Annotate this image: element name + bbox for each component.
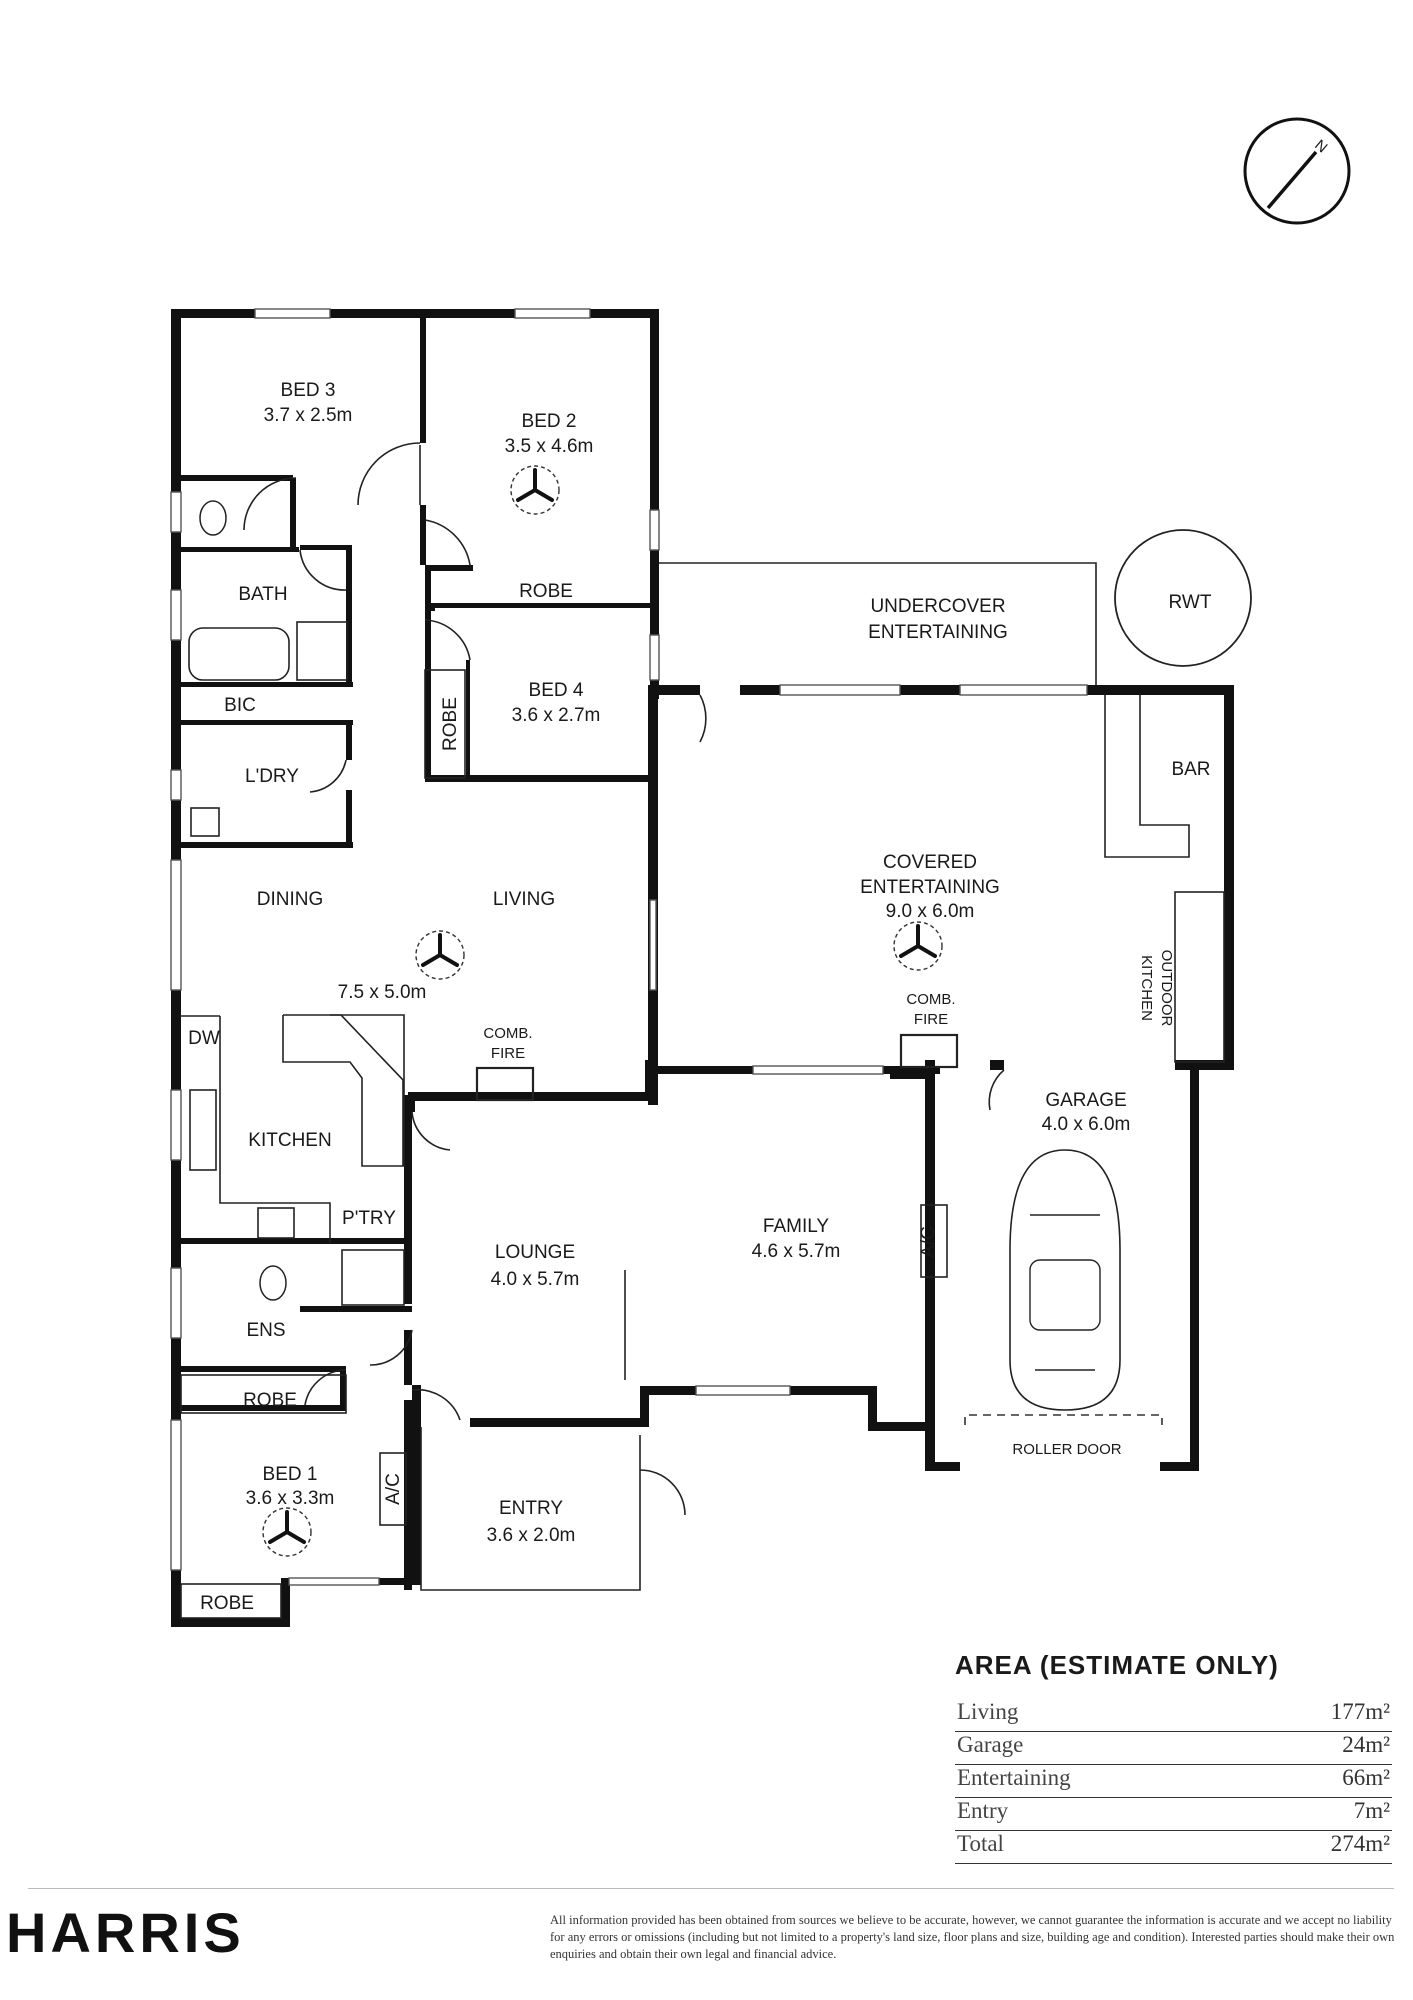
area-row: Garage 24m² xyxy=(955,1732,1392,1765)
area-row-label: Garage xyxy=(957,1732,1024,1757)
area-row-value: 24m² xyxy=(1342,1732,1390,1757)
bed4-size: 3.6 x 2.7m xyxy=(512,705,601,726)
bed1-size: 3.6 x 3.3m xyxy=(246,1488,335,1509)
family-size: 4.6 x 5.7m xyxy=(752,1241,841,1262)
robe-bed1-small-label: ROBE xyxy=(200,1593,254,1614)
dining-label: DINING xyxy=(257,889,324,910)
area-title: AREA (ESTIMATE ONLY) xyxy=(955,1650,1279,1680)
outdoor-kitchen-line1: OUTDOOR xyxy=(1158,950,1175,1027)
area-row-label: Entertaining xyxy=(957,1765,1071,1790)
living-size: 7.5 x 5.0m xyxy=(338,982,427,1003)
door-swings xyxy=(243,442,1005,1516)
dw-label: DW xyxy=(188,1028,220,1049)
covered-line2: ENTERTAINING xyxy=(860,877,1000,898)
area-row-label: Entry xyxy=(957,1798,1009,1823)
bar-label: BAR xyxy=(1171,759,1210,780)
roller-door-label: ROLLER DOOR xyxy=(1012,1441,1121,1458)
area-row-value: 7m² xyxy=(1353,1798,1390,1823)
area-table: AREA (ESTIMATE ONLY) Living 177m² Garage… xyxy=(955,1650,1392,1864)
bed3-size: 3.7 x 2.5m xyxy=(264,405,353,426)
covered-size: 9.0 x 6.0m xyxy=(886,901,975,922)
car-icon xyxy=(1009,1149,1121,1411)
kitchen-label: KITCHEN xyxy=(248,1130,331,1151)
disclaimer-text: All information provided has been obtain… xyxy=(550,1913,1395,1961)
bed2-size: 3.5 x 4.6m xyxy=(505,436,594,457)
bed3-label: BED 3 xyxy=(281,380,336,401)
footer-divider xyxy=(28,1888,1394,1889)
ens-label: ENS xyxy=(246,1320,285,1341)
area-row: Total 274m² xyxy=(955,1831,1392,1864)
rwt-label: RWT xyxy=(1169,592,1212,613)
rainwater-tank xyxy=(1114,529,1252,667)
area-row: Entry 7m² xyxy=(955,1798,1392,1831)
ac-family-label: A/C xyxy=(918,1226,939,1258)
exterior-walls xyxy=(171,309,1234,1627)
comb-fire-covered-line1: COMB. xyxy=(906,991,955,1008)
garage-size: 4.0 x 6.0m xyxy=(1042,1114,1131,1135)
entry-size: 3.6 x 2.0m xyxy=(487,1525,576,1546)
bath-label: BATH xyxy=(238,584,287,605)
area-row-value: 66m² xyxy=(1342,1765,1390,1790)
bed4-label: BED 4 xyxy=(529,680,584,701)
laundry-label: L'DRY xyxy=(245,766,299,787)
entry-label: ENTRY xyxy=(499,1498,563,1519)
north-compass-icon: N xyxy=(1243,117,1351,225)
undercover-line1: UNDERCOVER xyxy=(870,596,1005,617)
harris-logo: HARRIS xyxy=(6,1901,245,1964)
robe-bed4-label: ROBE xyxy=(440,697,461,751)
area-row-value: 274m² xyxy=(1330,1831,1390,1856)
floor-plan-drawing: N xyxy=(170,117,1351,1627)
undercover-line2: ENTERTAINING xyxy=(868,622,1008,643)
pantry-label: P'TRY xyxy=(342,1208,396,1229)
area-row: Living 177m² xyxy=(955,1699,1392,1732)
ceiling-fan-icon xyxy=(262,1507,312,1557)
ceiling-fan-icon xyxy=(893,921,943,971)
lounge-label: LOUNGE xyxy=(495,1242,575,1263)
bed1-label: BED 1 xyxy=(263,1464,318,1485)
comb-fire-covered-line2: FIRE xyxy=(914,1011,948,1028)
ac-bed1-label: A/C xyxy=(383,1473,404,1505)
living-label: LIVING xyxy=(493,889,555,910)
thin-outlines xyxy=(180,562,1225,1619)
area-row-value: 177m² xyxy=(1330,1699,1390,1724)
bed2-label: BED 2 xyxy=(522,411,577,432)
comb-fire-living-line1: COMB. xyxy=(483,1025,532,1042)
garage-label: GARAGE xyxy=(1045,1090,1126,1111)
bic-label: BIC xyxy=(224,695,256,716)
robe-bed2-label: ROBE xyxy=(519,581,573,602)
area-row-label: Total xyxy=(957,1831,1004,1856)
area-row: Entertaining 66m² xyxy=(955,1765,1392,1798)
robe-bed1-label: ROBE xyxy=(243,1390,297,1411)
lounge-size: 4.0 x 5.7m xyxy=(491,1269,580,1290)
comb-fire-living-line2: FIRE xyxy=(491,1045,525,1062)
ceiling-fan-icon xyxy=(510,465,560,515)
windows xyxy=(170,308,1088,1586)
ceiling-fan-icon xyxy=(415,930,465,980)
covered-line1: COVERED xyxy=(883,852,977,873)
family-label: FAMILY xyxy=(763,1216,829,1237)
toilet-icon xyxy=(199,500,287,1301)
area-row-label: Living xyxy=(957,1699,1019,1724)
outdoor-kitchen-line2: KITCHEN xyxy=(1138,955,1155,1021)
